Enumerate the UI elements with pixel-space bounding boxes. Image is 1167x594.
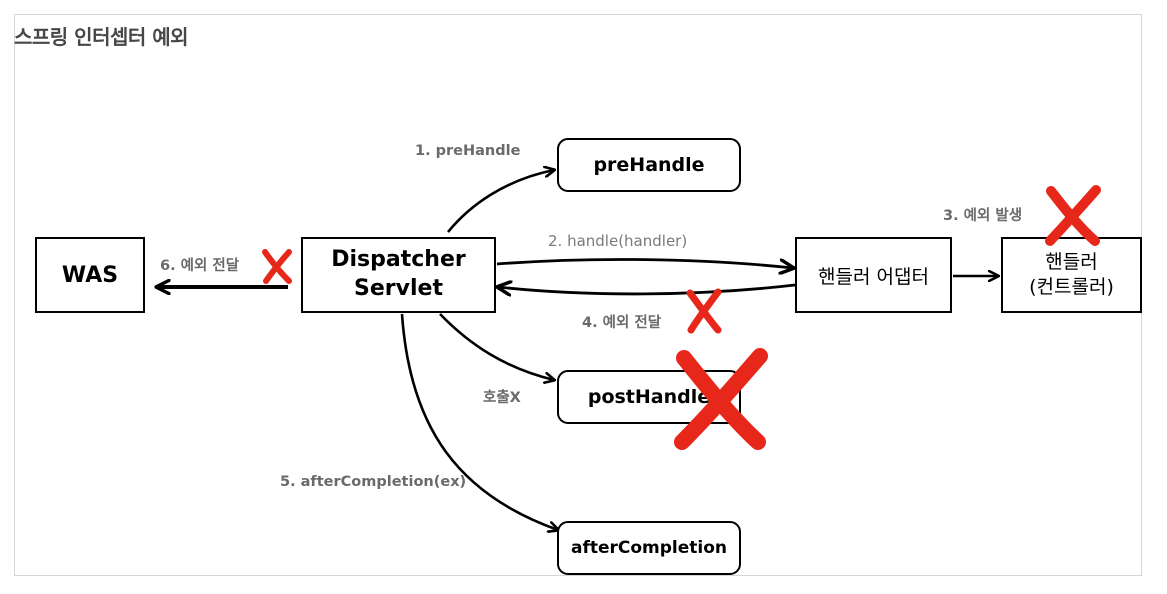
posthandle-box: postHandle (557, 370, 741, 424)
dispatcher-servlet-box: Dispatcher Servlet (301, 237, 496, 313)
aftercompletion-label: afterCompletion (570, 538, 728, 558)
handler-adapter-box: 핸들러 어댑터 (795, 237, 952, 313)
handler-label-line2: (컨트롤러) (1029, 276, 1114, 298)
label-step5: 5. afterCompletion(ex) (280, 474, 467, 490)
aftercompletion-box: afterCompletion (557, 521, 741, 575)
posthandle-label: postHandle (587, 386, 711, 408)
adapter-label: 핸들러 어댑터 (818, 265, 929, 288)
was-box: WAS (35, 237, 145, 313)
label-step1: 1. preHandle (415, 143, 521, 159)
diagram-title: 스프링 인터셉터 예외 (14, 25, 189, 49)
label-step4: 4. 예외 전달 (582, 315, 662, 331)
dispatcher-label-line2: Servlet (354, 276, 443, 301)
handler-label-line1: 핸들러 (1045, 251, 1098, 274)
label-step2: 2. handle(handler) (548, 232, 688, 250)
label-step3: 3. 예외 발생 (943, 208, 1023, 224)
diagram-frame (14, 14, 1142, 576)
prehandle-box: preHandle (557, 138, 741, 192)
was-label: WAS (61, 262, 119, 288)
prehandle-label: preHandle (593, 154, 705, 176)
handler-box: 핸들러 (컨트롤러) (1001, 237, 1142, 313)
dispatcher-label-line1: Dispatcher (331, 247, 466, 273)
label-step6: 6. 예외 전달 (160, 258, 240, 274)
label-not-called: 호출X (483, 390, 521, 406)
